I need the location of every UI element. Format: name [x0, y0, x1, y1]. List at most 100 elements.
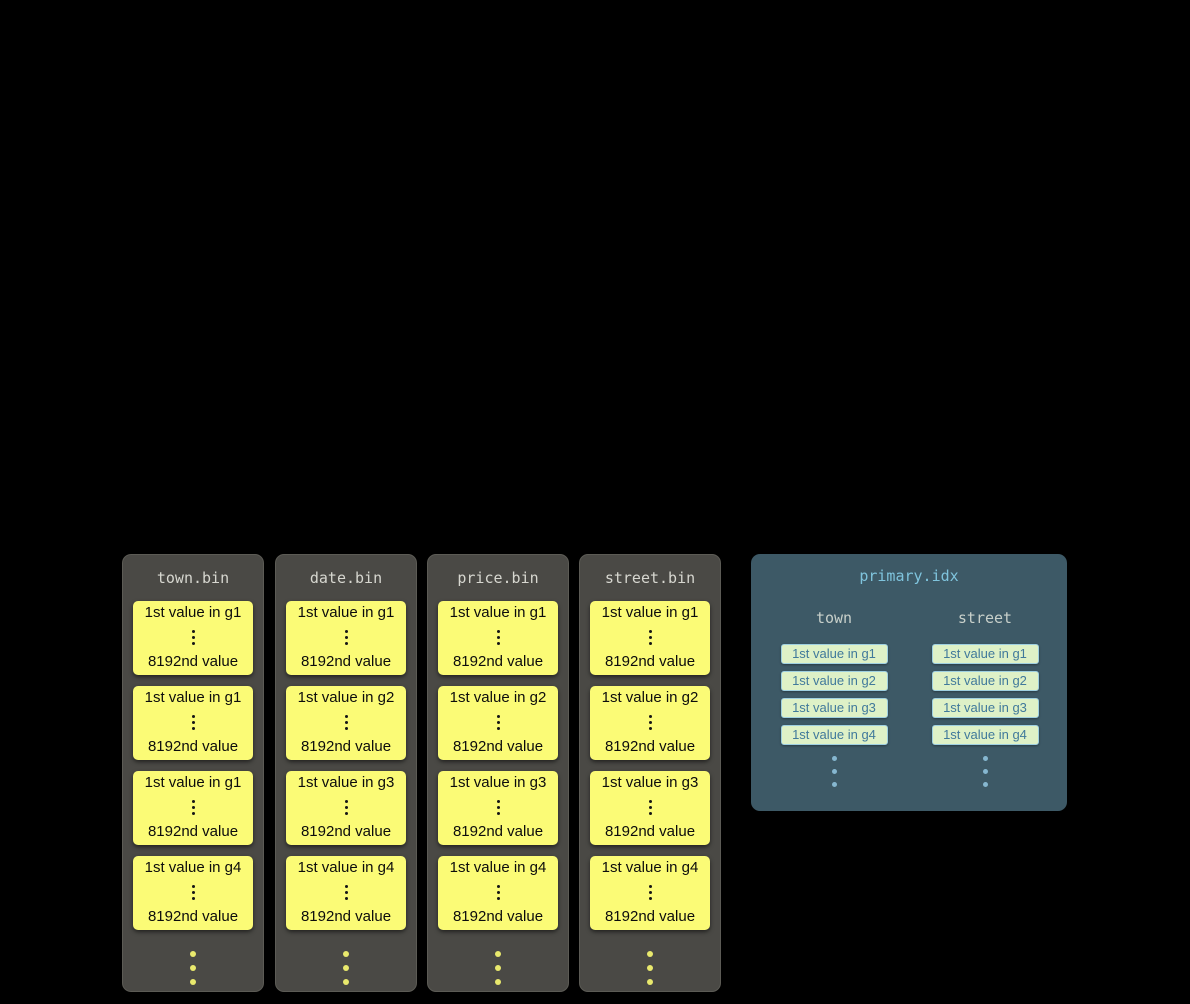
granule-first-value: 1st value in g4: [449, 859, 547, 876]
granule-box: 1st value in g1 8192nd value: [133, 771, 253, 845]
dot: [191, 799, 195, 803]
more-granules-ellipsis-icon: [495, 951, 501, 985]
granule-first-value: 1st value in g2: [449, 689, 547, 706]
dot: [344, 629, 348, 633]
granule-box: 1st value in g3 8192nd value: [286, 771, 406, 845]
granule-box: 1st value in g3 8192nd value: [590, 771, 710, 845]
dot: [344, 799, 348, 803]
granule-first-value: 1st value in g3: [601, 774, 699, 791]
bin-file-title: street.bin: [604, 569, 696, 587]
dot: [191, 714, 195, 718]
granule-last-value: 8192nd value: [147, 653, 239, 670]
dot: [496, 884, 500, 888]
more-granules-ellipsis-icon: [343, 951, 349, 985]
dot: [831, 756, 837, 761]
granule-last-value: 8192nd value: [300, 653, 392, 670]
granule-last-value: 8192nd value: [300, 738, 392, 755]
granule-last-value: 8192nd value: [300, 823, 392, 840]
granule-first-value: 1st value in g1: [297, 604, 395, 621]
granule-first-value: 1st value in g3: [449, 774, 547, 791]
vertical-ellipsis-icon: [191, 884, 195, 900]
vertical-ellipsis-icon: [648, 629, 652, 645]
vertical-ellipsis-icon: [344, 884, 348, 900]
index-entry: 1st value in g4: [780, 725, 888, 745]
vertical-ellipsis-icon: [496, 884, 500, 900]
dot: [648, 811, 652, 815]
vertical-ellipsis-icon: [344, 629, 348, 645]
dot: [648, 629, 652, 633]
vertical-ellipsis-icon: [648, 884, 652, 900]
index-entry: 1st value in g3: [780, 698, 888, 718]
dot: [495, 979, 501, 985]
bin-file-street: street.bin 1st value in g1 8192nd value …: [579, 554, 721, 992]
dot: [496, 799, 500, 803]
granule-first-value: 1st value in g4: [297, 859, 395, 876]
index-entry: 1st value in g1: [780, 644, 888, 664]
granule-first-value: 1st value in g1: [144, 689, 242, 706]
granule-box: 1st value in g1 8192nd value: [286, 601, 406, 675]
granule-box: 1st value in g4 8192nd value: [438, 856, 558, 930]
bin-file-price: price.bin 1st value in g1 8192nd value 1…: [427, 554, 569, 992]
vertical-ellipsis-icon: [648, 799, 652, 815]
dot: [496, 896, 500, 900]
dot: [495, 951, 501, 957]
dot: [496, 811, 500, 815]
dot: [648, 726, 652, 730]
dot: [647, 965, 653, 971]
dot: [648, 714, 652, 718]
primary-index-title: primary.idx: [859, 567, 959, 585]
granule-last-value: 8192nd value: [452, 823, 544, 840]
granule-box: 1st value in g1 8192nd value: [133, 686, 253, 760]
dot: [191, 890, 195, 894]
dot: [191, 726, 195, 730]
dot: [191, 629, 195, 633]
granule-last-value: 8192nd value: [147, 908, 239, 925]
granule-last-value: 8192nd value: [604, 653, 696, 670]
dot: [831, 769, 837, 774]
dot: [191, 896, 195, 900]
dot: [344, 811, 348, 815]
granule-last-value: 8192nd value: [452, 738, 544, 755]
dot: [344, 720, 348, 724]
vertical-ellipsis-icon: [648, 714, 652, 730]
more-granules-ellipsis-icon: [190, 951, 196, 985]
dot: [496, 635, 500, 639]
dot: [648, 720, 652, 724]
granule-box: 1st value in g2 8192nd value: [438, 686, 558, 760]
vertical-ellipsis-icon: [191, 799, 195, 815]
granule-box: 1st value in g1 8192nd value: [133, 601, 253, 675]
granule-last-value: 8192nd value: [452, 653, 544, 670]
granule-first-value: 1st value in g1: [449, 604, 547, 621]
dot: [831, 782, 837, 787]
dot: [496, 805, 500, 809]
dot: [344, 714, 348, 718]
bin-file-date: date.bin 1st value in g1 8192nd value 1s…: [275, 554, 417, 992]
dot: [982, 756, 988, 761]
dot: [647, 951, 653, 957]
primary-index-columns: town 1st value in g1 1st value in g2 1st…: [751, 610, 1067, 787]
dot: [647, 979, 653, 985]
dot: [190, 951, 196, 957]
vertical-ellipsis-icon: [191, 629, 195, 645]
dot: [191, 720, 195, 724]
granule-box: 1st value in g1 8192nd value: [590, 601, 710, 675]
dot: [344, 635, 348, 639]
dot: [344, 641, 348, 645]
vertical-ellipsis-icon: [344, 799, 348, 815]
dot: [190, 965, 196, 971]
dot: [648, 635, 652, 639]
index-entry: 1st value in g4: [931, 725, 1039, 745]
granule-box: 1st value in g4 8192nd value: [590, 856, 710, 930]
index-column-header: town: [815, 609, 853, 627]
dot: [648, 896, 652, 900]
dot: [343, 965, 349, 971]
granule-first-value: 1st value in g2: [297, 689, 395, 706]
index-entry: 1st value in g2: [780, 671, 888, 691]
vertical-ellipsis-icon: [496, 714, 500, 730]
vertical-ellipsis-icon: [191, 714, 195, 730]
index-column-street: street 1st value in g1 1st value in g2 1…: [931, 610, 1039, 787]
bin-file-title: price.bin: [457, 569, 539, 587]
dot: [191, 641, 195, 645]
granule-box: 1st value in g2 8192nd value: [286, 686, 406, 760]
granule-first-value: 1st value in g2: [601, 689, 699, 706]
